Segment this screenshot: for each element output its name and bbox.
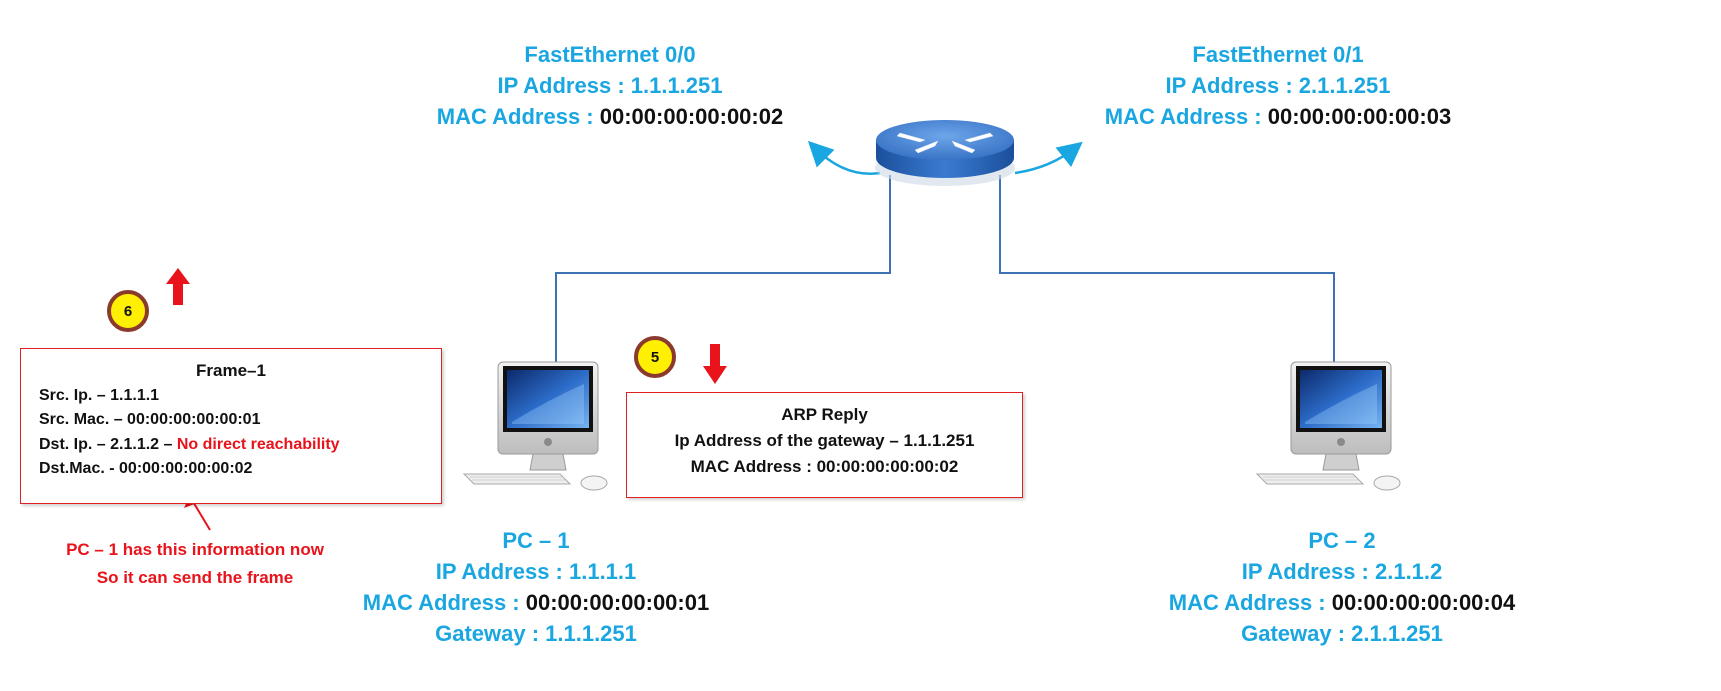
fa00-ip: IP Address : 1.1.1.251 [497,73,723,98]
note-arrow-line [191,499,211,531]
pc1-mac-label: MAC Address : [362,590,526,615]
pc2-label: PC – 2 IP Address : 2.1.1.2 MAC Address … [1142,525,1542,649]
fa01-name: FastEthernet 0/1 [1192,42,1364,67]
pc1-gateway: Gateway : 1.1.1.251 [435,621,637,646]
link-router-pc2 [999,175,1335,372]
pc1-ip: IP Address : 1.1.1.1 [435,559,637,584]
step6-badge: 6 [107,290,149,332]
arrow-to-fa01 [1014,141,1083,175]
fa00-mac: 00:00:00:00:00:02 [599,104,784,129]
step5-badge: 5 [634,336,676,378]
link-router-pc1 [555,175,891,372]
fa01-ip: IP Address : 2.1.1.251 [1165,73,1391,98]
pc2-mac-line: MAC Address : 00:00:00:00:00:04 [1142,587,1542,618]
fa00-name: FastEthernet 0/0 [524,42,696,67]
pc2-mac: 00:00:00:00:00:04 [1331,590,1516,615]
pc1-mac-line: MAC Address : 00:00:00:00:00:01 [336,587,736,618]
fa00-mac-label: MAC Address : [436,104,600,129]
fa01-label: FastEthernet 0/1 IP Address : 2.1.1.251 … [1078,39,1478,132]
fa00-label: FastEthernet 0/0 IP Address : 1.1.1.251 … [410,39,810,132]
fa01-mac-line: MAC Address : 00:00:00:00:00:03 [1078,101,1478,132]
pc1-name: PC – 1 [502,528,570,553]
pc2-gateway: Gateway : 2.1.1.251 [1241,621,1443,646]
frame1-note-line1: PC – 1 has this information now [66,540,324,559]
frame1-fields: Src. Ip. – 1.1.1.1 Src. Mac. – 00:00:00:… [21,384,441,482]
frame1-dst-ip-line: Dst. Ip. – 2.1.1.2 – No direct reachabil… [39,433,441,458]
frame1-dst-ip: Dst. Ip. – 2.1.1.2 – [39,435,177,453]
pc2-name: PC – 2 [1308,528,1376,553]
frame1-note: PC – 1 has this information now So it ca… [20,536,370,592]
arp-reply-ip: Ip Address of the gateway – 1.1.1.251 [674,430,975,450]
arp-reply-fields: Ip Address of the gateway – 1.1.1.251 MA… [627,428,1022,480]
arp-reply-mac: MAC Address : 00:00:00:00:00:02 [690,456,959,476]
arp-reply-title: ARP Reply [781,405,868,424]
frame1-title: Frame–1 [196,361,266,380]
arp-reply-box: ARP Reply Ip Address of the gateway – 1.… [626,392,1023,498]
fa00-mac-line: MAC Address : 00:00:00:00:00:02 [410,101,810,132]
frame1-note-line2: So it can send the frame [96,568,294,587]
pc2-mac-label: MAC Address : [1168,590,1332,615]
arrow-to-fa00 [807,140,881,175]
frame1-box: Frame–1 Src. Ip. – 1.1.1.1 Src. Mac. – 0… [20,348,442,504]
pc1-mac: 00:00:00:00:00:01 [525,590,710,615]
frame1-src-mac: Src. Mac. – 00:00:00:00:00:01 [39,411,261,428]
fa01-mac-label: MAC Address : [1104,104,1268,129]
frame1-src-ip: Src. Ip. – 1.1.1.1 [39,386,160,404]
frame1-dst-ip-note: No direct reachability [176,435,340,453]
frame1-dst-mac: Dst.Mac. - 00:00:00:00:00:02 [39,460,253,477]
pc2-ip: IP Address : 2.1.1.2 [1241,559,1443,584]
pc1-label: PC – 1 IP Address : 1.1.1.1 MAC Address … [336,525,736,649]
fa01-mac: 00:00:00:00:00:03 [1267,104,1452,129]
